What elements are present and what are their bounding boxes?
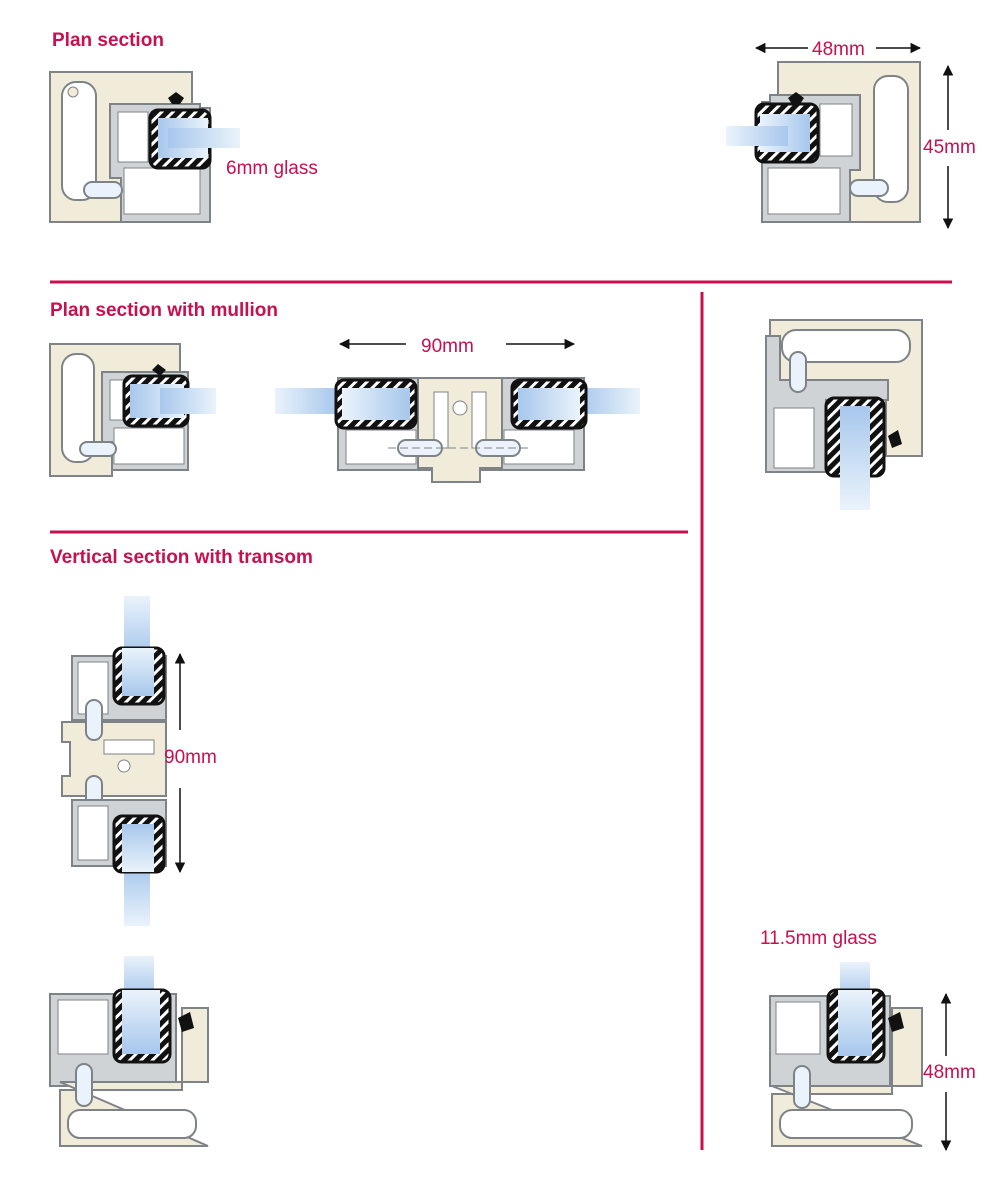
label-glass-vertical: 11.5mm glass xyxy=(760,928,877,949)
label-glass-plan: 6mm glass xyxy=(226,158,318,179)
heading-vertical-section-transom: Vertical section with transom xyxy=(50,547,313,568)
label-plan-depth: 45mm xyxy=(923,137,976,158)
mullion-center-assembly xyxy=(275,377,640,483)
label-mullion-width: 90mm xyxy=(421,336,474,357)
vertical-head-profile xyxy=(765,319,923,510)
sill-left-profile xyxy=(49,956,209,1147)
plan-section-right-profile xyxy=(726,61,921,223)
plan-section-left-profile xyxy=(49,71,240,223)
label-plan-width: 48mm xyxy=(812,39,865,60)
heading-plan-section: Plan section xyxy=(52,30,164,51)
label-transom-height: 90mm xyxy=(164,747,217,768)
mullion-left-profile xyxy=(49,343,216,477)
transom-assembly xyxy=(61,596,167,926)
label-vertical-depth: 48mm xyxy=(923,1062,976,1083)
sill-right-profile xyxy=(769,962,923,1147)
heading-plan-section-mullion: Plan section with mullion xyxy=(50,300,279,321)
